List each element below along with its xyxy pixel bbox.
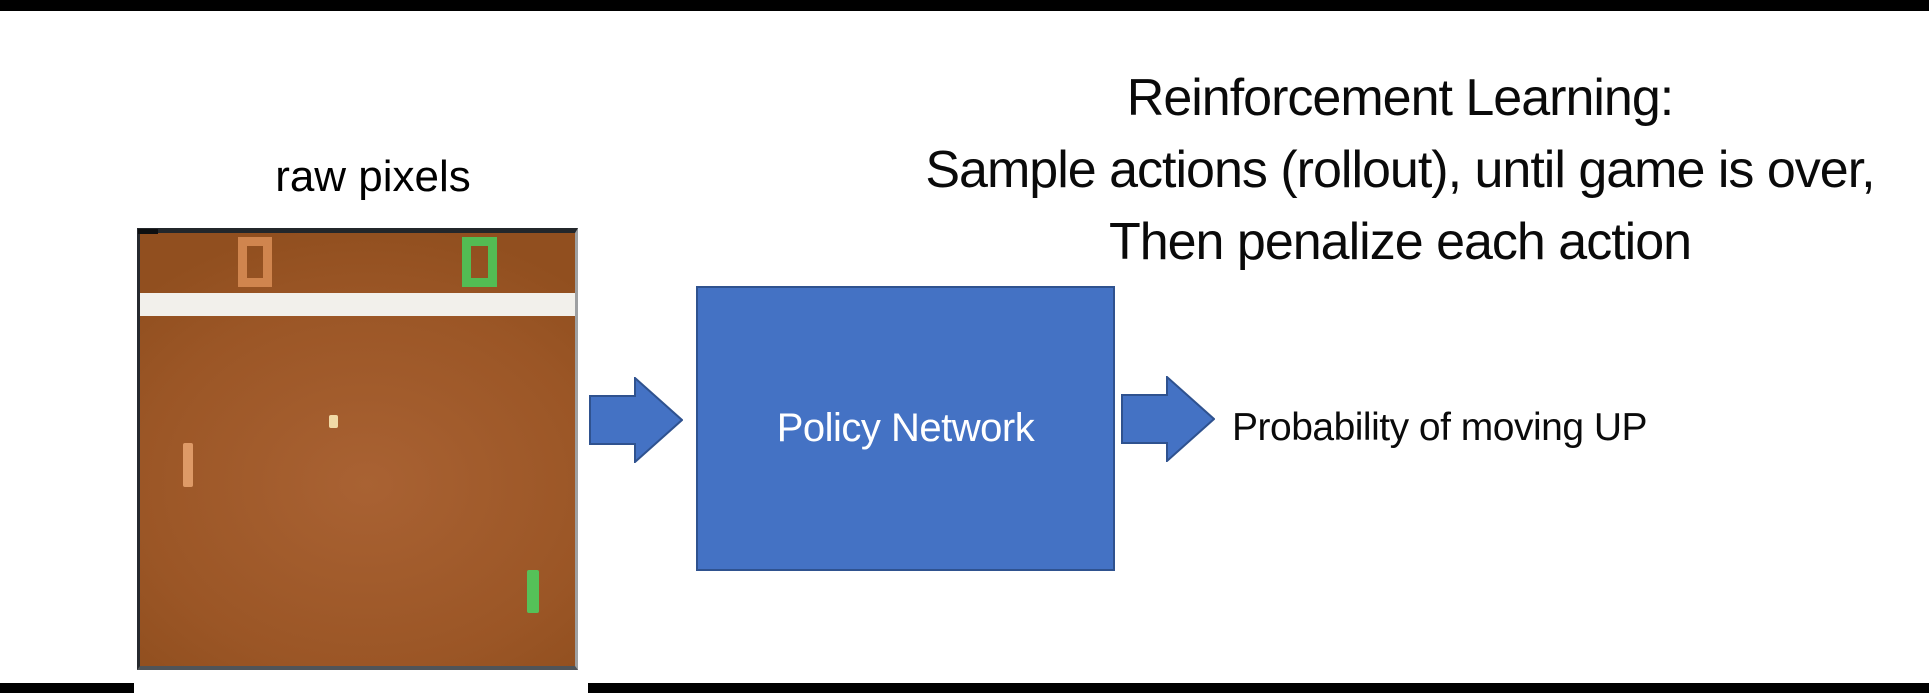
pong-right-paddle (527, 570, 539, 613)
probability-output-label: Probability of moving UP (1232, 406, 1648, 449)
policy-network-label: Policy Network (776, 406, 1035, 450)
pong-top-left-mark (138, 229, 158, 234)
input-arrow-shape (589, 377, 683, 463)
input-arrow-right-icon (589, 377, 683, 463)
pong-game-screenshot (137, 228, 578, 670)
policy-network-box: Policy Network (696, 286, 1115, 571)
top-black-bar (0, 0, 1929, 11)
pong-left-paddle (183, 443, 193, 487)
pong-top-divider-band (140, 293, 575, 316)
bottom-black-bar-left (0, 683, 134, 693)
title-line-2: Sample actions (rollout), until game is … (925, 141, 1875, 199)
output-arrow-right-icon (1121, 376, 1215, 462)
slide-title: Reinforcement Learning: Sample actions (… (790, 62, 1929, 278)
bottom-black-bar-right (588, 683, 1929, 693)
pong-ball (329, 415, 338, 428)
title-line-1: Reinforcement Learning: (1126, 69, 1674, 127)
output-arrow-shape (1121, 376, 1215, 462)
right-score-digit (462, 237, 497, 287)
raw-pixels-label: raw pixels (275, 152, 471, 201)
left-score-digit (238, 237, 272, 287)
title-line-3: Then penalize each action (1108, 213, 1692, 271)
